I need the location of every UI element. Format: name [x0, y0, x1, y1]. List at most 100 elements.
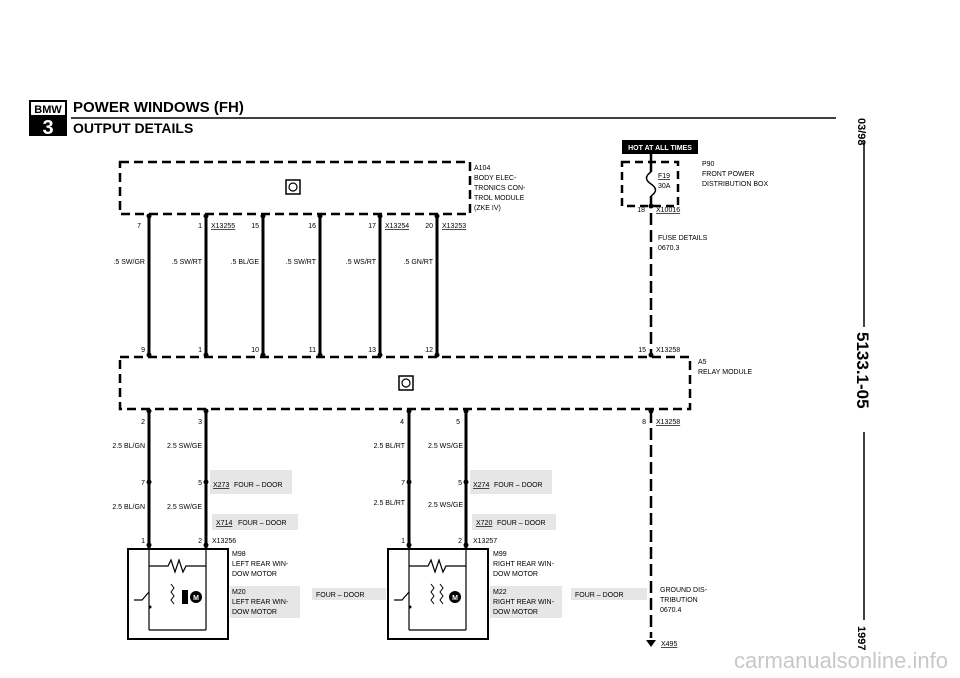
- pin-a5-13: 13: [368, 347, 376, 354]
- wire-gn-rt-node-top: [434, 213, 440, 219]
- a104-label-5: (ZKE IV): [474, 205, 501, 212]
- m20-label-2: LEFT REAR WIN-: [232, 599, 289, 606]
- a5-ecu-icon-center: [401, 378, 411, 388]
- pin-a104-1: 1: [198, 223, 202, 230]
- connector-x714: X714: [216, 520, 232, 527]
- wire-color-gn-rt: .5 GN/RT: [404, 259, 434, 266]
- wire-color-ws-rt: .5 WS/RT: [346, 259, 377, 266]
- right-margin: 03/98 5133.1-05 1997: [853, 118, 872, 650]
- bmw-logo-top: [31, 102, 65, 115]
- wire-bl-rt-node: [406, 408, 412, 414]
- x274-shade: [470, 470, 552, 494]
- wire-color-bl-rt: 2.5 BL/RT: [374, 443, 406, 450]
- wire-color-bl-ge: .5 BL/GE: [231, 259, 260, 266]
- motor-right-node-2: [463, 542, 469, 548]
- header: BMW 3 POWER WINDOWS (FH) OUTPUT DETAILS: [29, 99, 836, 139]
- hot-at-all-times-text: HOT AT ALL TIMES: [628, 145, 692, 152]
- left-motor-coil-icon: [170, 583, 175, 605]
- pin-a104-15: 15: [251, 223, 259, 230]
- doc-year: 1997: [855, 626, 867, 650]
- pin-a5-4: 4: [400, 419, 404, 426]
- wire-color-sw-rt-2: .5 SW/RT: [286, 259, 317, 266]
- connector-x274: X274: [473, 482, 489, 489]
- wire-color-sw-ge-lower: 2.5 SW/GE: [167, 504, 202, 511]
- ground-label-3: 0670.4: [660, 607, 682, 614]
- a5-box: [118, 355, 692, 411]
- x273-shade: [210, 470, 292, 494]
- motor-left-node-2: [203, 542, 209, 548]
- left-motor-box: [127, 548, 229, 640]
- m20-label-1: M20: [232, 589, 246, 596]
- right-motor-switch-contact: [408, 605, 412, 609]
- page-title: POWER WINDOWS (FH): [73, 99, 244, 116]
- connector-x495: X495: [661, 641, 677, 648]
- motor-left-node-1: [146, 542, 152, 548]
- right-motor-resistor-icon: [409, 558, 466, 574]
- x274-node-2: [463, 479, 469, 485]
- watermark: carmanualsonline.info: [734, 648, 948, 673]
- m20-shade: [230, 586, 300, 618]
- x273-node-1: [146, 479, 152, 485]
- a5-label-2: RELAY MODULE: [698, 369, 753, 376]
- wire-ws-rt-node-top: [377, 213, 383, 219]
- x273-note: FOUR – DOOR: [234, 482, 283, 489]
- ground-symbol-icon: [646, 640, 656, 647]
- m22-label-2: RIGHT REAR WIN-: [493, 599, 555, 606]
- left-motor-resistor-icon: [149, 558, 206, 574]
- m98-label-3: DOW MOTOR: [232, 571, 277, 578]
- a104-label-1: A104: [474, 165, 490, 172]
- ground-label-1: GROUND DIS-: [660, 587, 708, 594]
- fuse-icon: [645, 171, 657, 197]
- a5-ecu-icon: [398, 375, 414, 391]
- motor-right-node-1: [406, 542, 412, 548]
- fuse-pin: 18: [637, 207, 645, 214]
- connector-x13256: X13256: [212, 538, 236, 545]
- m98-label-2: LEFT REAR WIN-: [232, 561, 289, 568]
- m22-label-3: DOW MOTOR: [493, 609, 538, 616]
- fuse-section: HOT AT ALL TIMES F19 30A P90 FRONT POWER…: [620, 140, 768, 358]
- page-subtitle: OUTPUT DETAILS: [73, 120, 193, 136]
- left-motor-letter: M: [193, 595, 199, 602]
- wire-color-bl-gn: 2.5 BL/GN: [112, 443, 145, 450]
- x714-note: FOUR – DOOR: [238, 520, 287, 527]
- connector-x13255: X13255: [211, 223, 235, 230]
- m20-label-3: DOW MOTOR: [232, 609, 277, 616]
- bmw-logo-text: BMW: [34, 104, 62, 116]
- four-door-left-shade: [312, 588, 386, 600]
- left-motor-brush-icon: [182, 590, 188, 604]
- motor-right-pin-1: 1: [401, 538, 405, 545]
- four-door-right-shade: [571, 588, 647, 600]
- four-door-right: FOUR – DOOR: [575, 592, 624, 599]
- a5-label-1: A5: [698, 359, 707, 366]
- x274-note: FOUR – DOOR: [494, 482, 543, 489]
- wire-color-sw-rt-1: .5 SW/RT: [172, 259, 203, 266]
- wire-color-sw-gr: .5 SW/GR: [113, 259, 145, 266]
- pin-a5-8: 8: [642, 419, 646, 426]
- a104-box: [118, 160, 472, 216]
- four-door-left: FOUR – DOOR: [316, 592, 365, 599]
- connector-x10016: X10016: [656, 207, 680, 214]
- pin-a5-1: 1: [198, 347, 202, 354]
- m98-label-1: M98: [232, 551, 246, 558]
- wire-bl-gn-node: [146, 408, 152, 414]
- wire-sw-ge-node: [203, 408, 209, 414]
- wire-sw-rt-2-node-top: [317, 213, 323, 219]
- upper-wires: 7 .5 SW/GR 9 1 X13255 .5 SW/RT 1 15 .5 B…: [113, 213, 466, 358]
- doc-number: 5133.1-05: [853, 332, 872, 409]
- x714-shade: [212, 514, 298, 530]
- left-motor-circuit: 2 3 2.5 BL/GN 2.5 SW/GE 7 5 X273 FOUR – …: [112, 408, 386, 640]
- m99-label-3: DOW MOTOR: [493, 571, 538, 578]
- a104-ecu-icon: [285, 179, 301, 195]
- series-number: 3: [42, 117, 53, 139]
- wire-color-ws-ge-lower: 2.5 WS/GE: [428, 502, 463, 509]
- connector-x13253: X13253: [442, 223, 466, 230]
- wire-color-sw-ge: 2.5 SW/GE: [167, 443, 202, 450]
- m99-label-2: RIGHT REAR WIN-: [493, 561, 555, 568]
- wire-color-bl-rt-lower: 2.5 BL/RT: [374, 500, 406, 507]
- fuse-name: F19: [658, 173, 670, 180]
- p90-label-1: P90: [702, 161, 715, 168]
- right-motor-box: [387, 548, 489, 640]
- pin-a104-16: 16: [308, 223, 316, 230]
- hot-at-all-times-badge: [622, 140, 698, 154]
